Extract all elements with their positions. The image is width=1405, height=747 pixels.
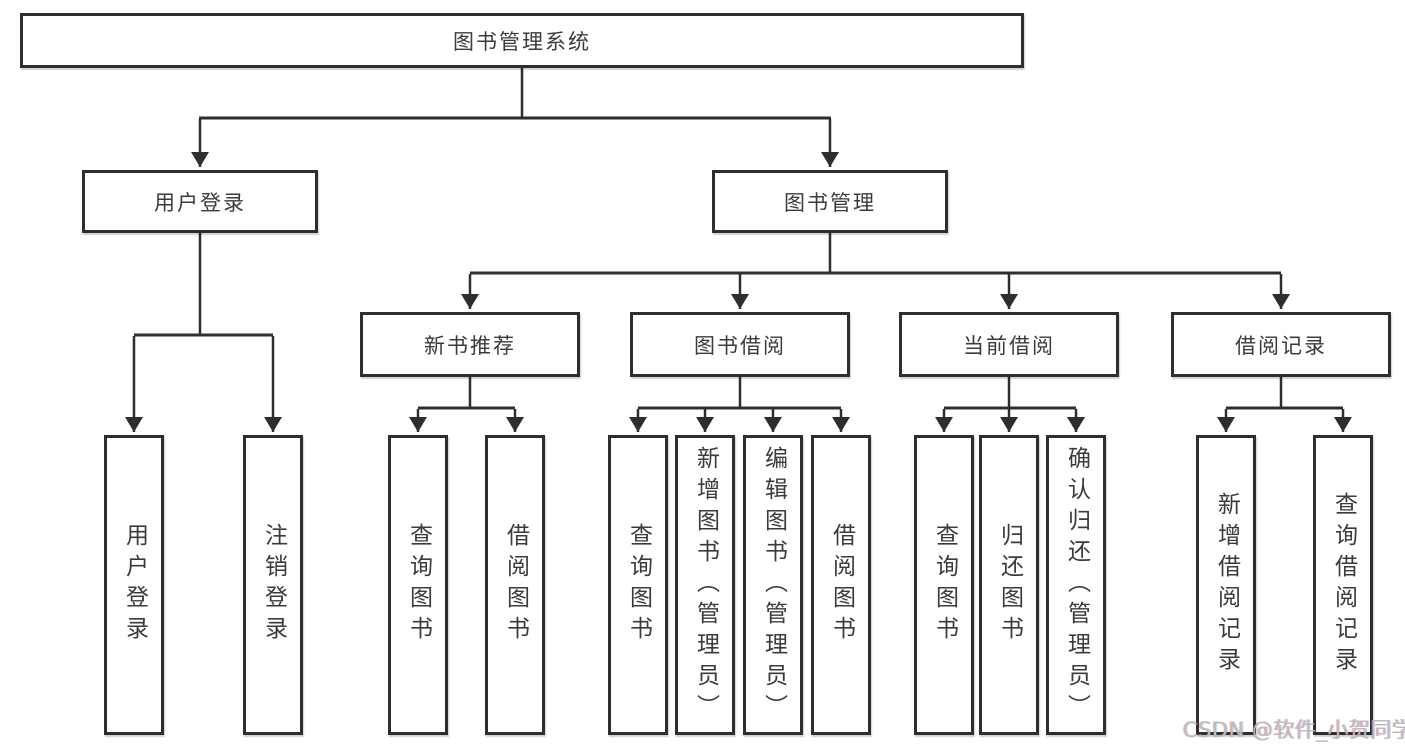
leaf-borrow-borrow-books: 借阅图书 [811,435,871,735]
node-root-label: 图书管理系统 [453,29,591,54]
leaf-user-login: 用户登录 [104,435,164,735]
leaf-records-add-record-label: 新增借阅记录 [1213,492,1240,678]
leaf-borrow-borrow-books-label: 借阅图书 [828,523,855,647]
leaf-current-return-books-label: 归还图书 [996,523,1023,647]
node-current-borrow: 当前借阅 [899,312,1119,377]
node-current-borrow-label: 当前借阅 [963,333,1055,358]
leaf-borrow-query-books-label: 查询图书 [625,523,652,647]
leaf-borrow-edit-books-admin-label: 编辑图书（管理员） [760,445,787,725]
leaf-logout-label: 注销登录 [260,523,287,647]
leaf-borrow-query-books: 查询图书 [608,435,668,735]
node-root: 图书管理系统 [20,13,1024,68]
leaf-user-login-label: 用户登录 [121,523,148,647]
leaf-records-add-record: 新增借阅记录 [1196,435,1256,735]
node-borrow-records: 借阅记录 [1171,312,1391,377]
leaf-logout: 注销登录 [243,435,303,735]
leaf-records-query-record: 查询借阅记录 [1313,435,1373,735]
node-user-login-label: 用户登录 [154,190,246,215]
leaf-current-query-books: 查询图书 [914,435,974,735]
node-book-borrow-label: 图书借阅 [694,333,786,358]
leaf-borrow-edit-books-admin: 编辑图书（管理员） [743,435,803,735]
leaf-current-return-books: 归还图书 [979,435,1039,735]
node-borrow-records-label: 借阅记录 [1235,333,1327,358]
node-book-management: 图书管理 [712,170,948,233]
node-book-management-label: 图书管理 [784,190,876,215]
node-new-book-recommend: 新书推荐 [360,312,580,377]
leaf-recommend-borrow-books-label: 借阅图书 [502,523,529,647]
leaf-current-confirm-return-admin: 确认归还（管理员） [1046,435,1106,735]
leaf-borrow-add-books-admin: 新增图书（管理员） [675,435,735,735]
leaf-recommend-query-books: 查询图书 [388,435,448,735]
watermark: CSDN @软件_小贺同学 [1183,718,1405,742]
node-user-login: 用户登录 [82,170,318,233]
leaf-current-confirm-return-admin-label: 确认归还（管理员） [1063,445,1090,725]
node-new-book-recommend-label: 新书推荐 [424,333,516,358]
leaf-records-query-record-label: 查询借阅记录 [1330,492,1357,678]
node-book-borrow: 图书借阅 [630,312,850,377]
leaf-current-query-books-label: 查询图书 [931,523,958,647]
leaf-recommend-borrow-books: 借阅图书 [485,435,545,735]
leaf-recommend-query-books-label: 查询图书 [405,523,432,647]
leaf-borrow-add-books-admin-label: 新增图书（管理员） [692,445,719,725]
